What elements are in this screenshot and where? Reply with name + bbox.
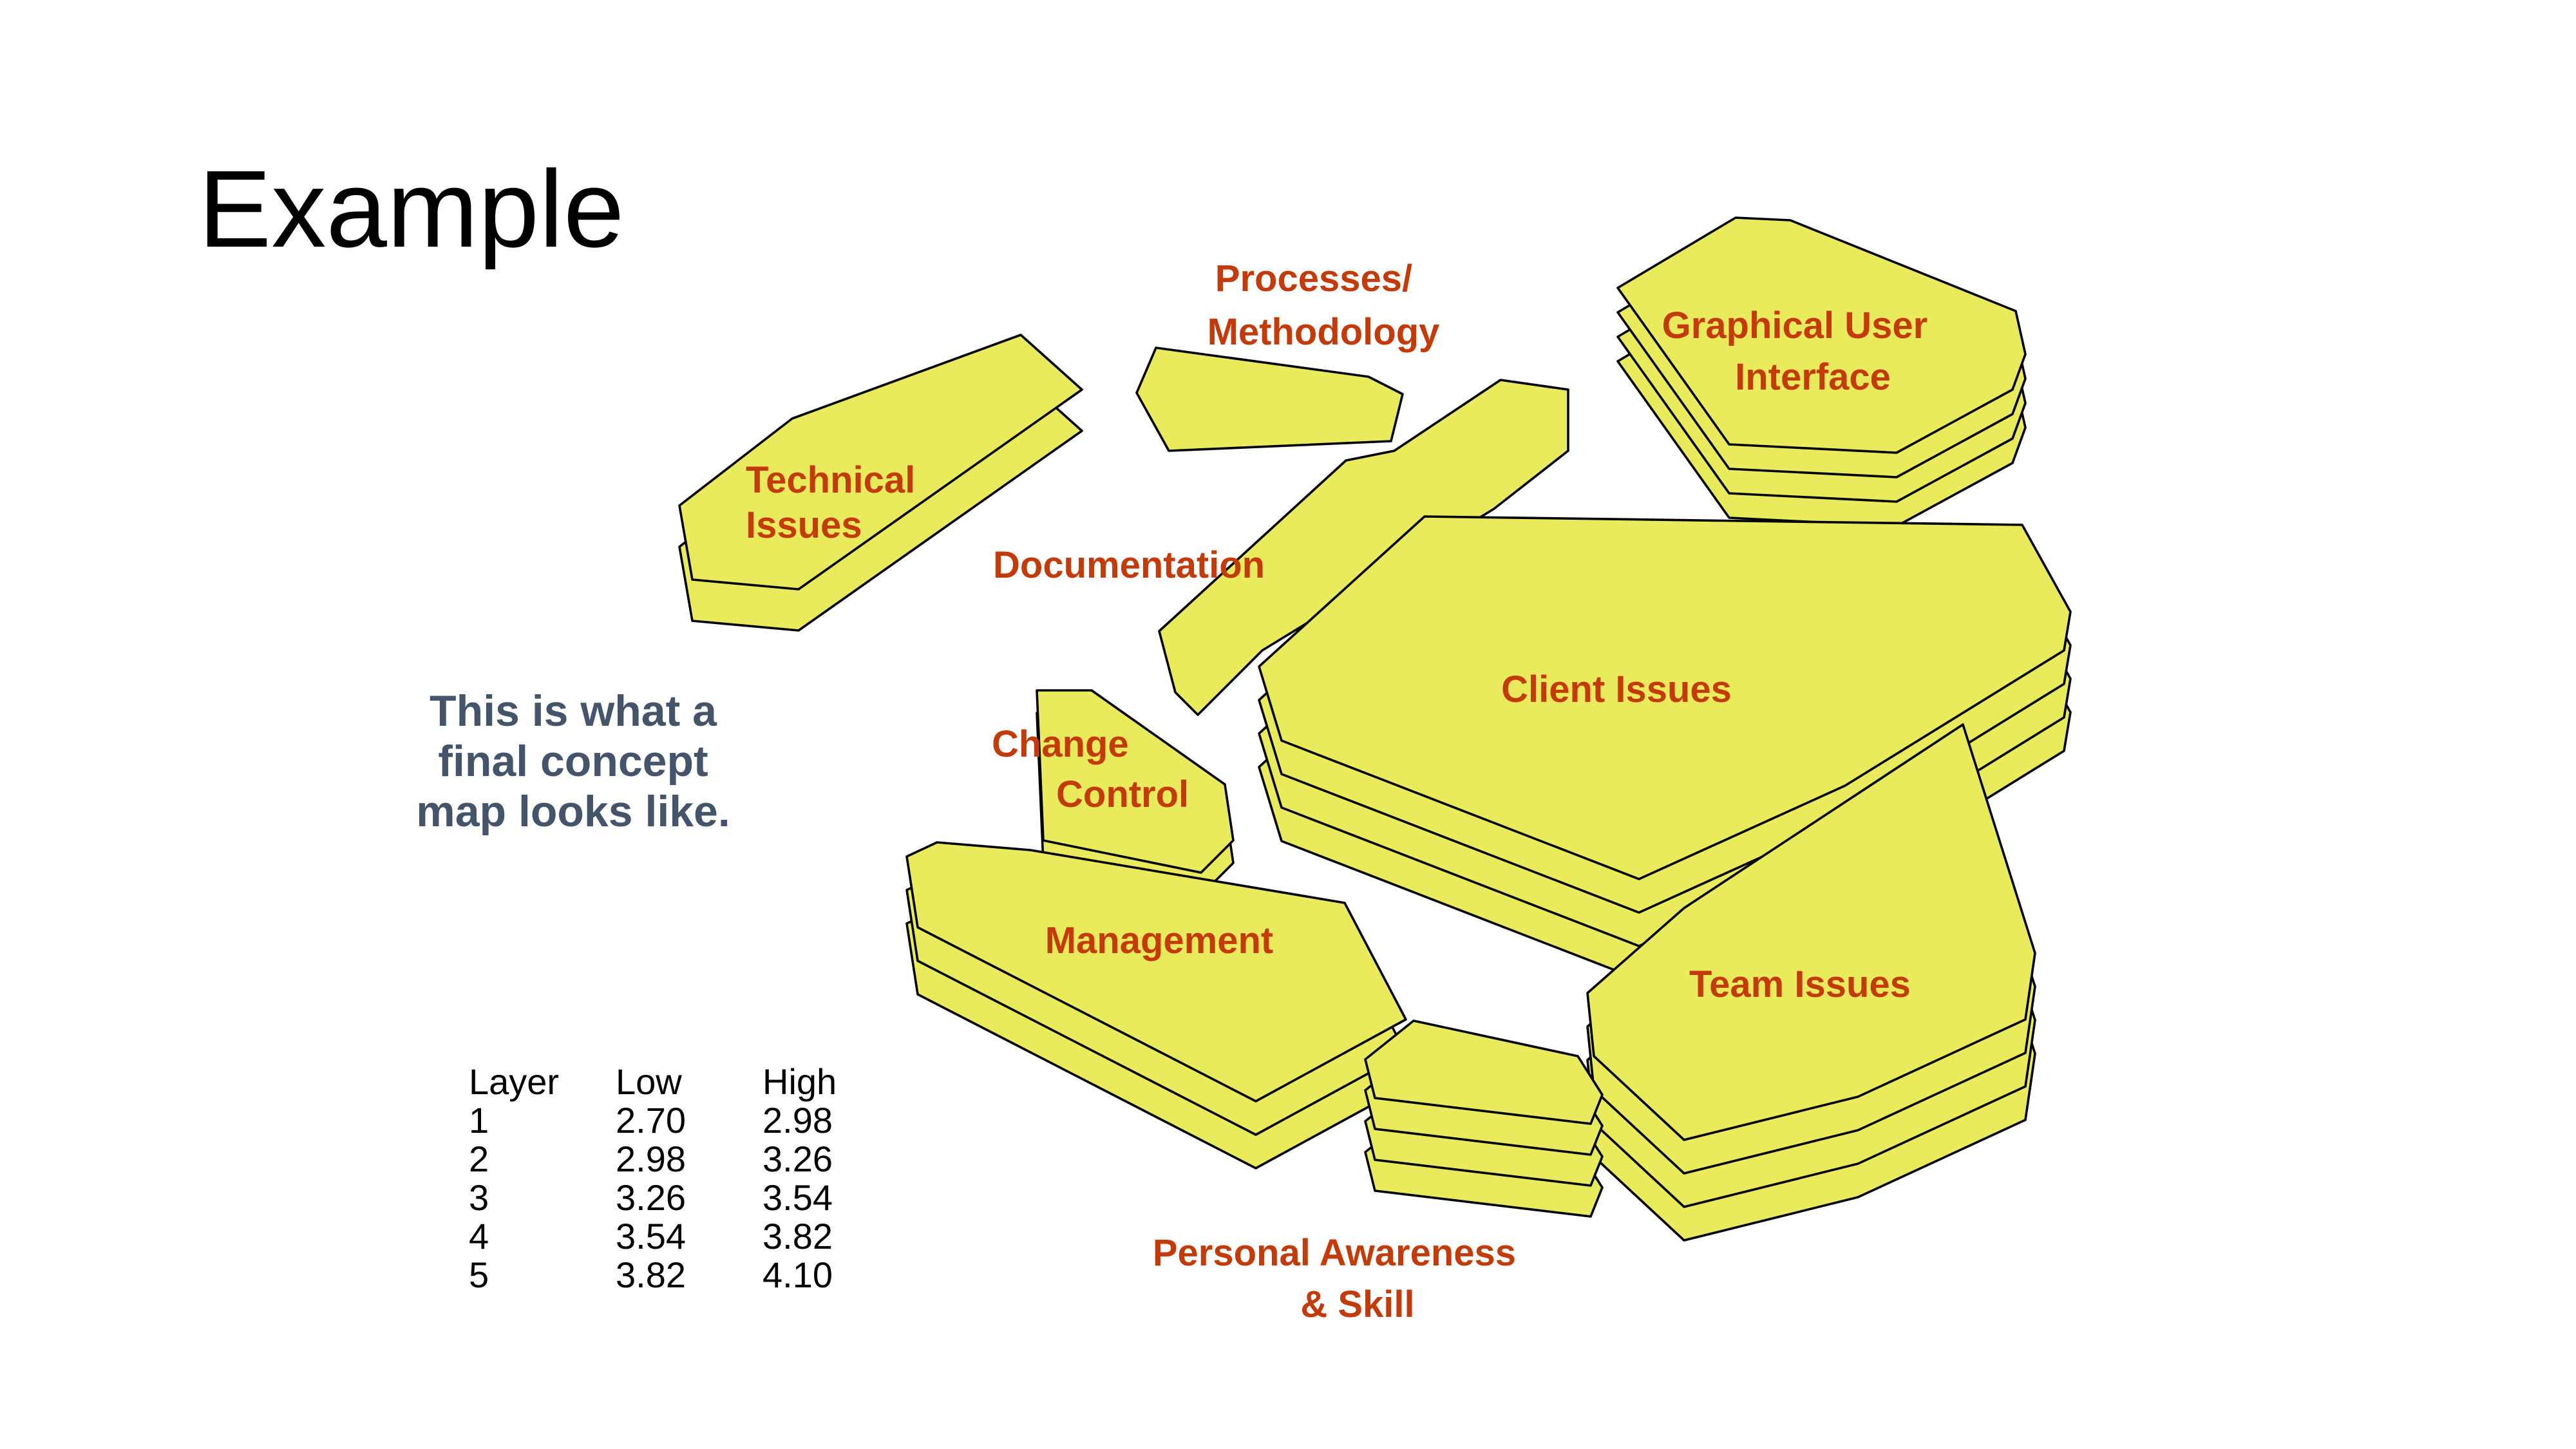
layer-table-header: Layer Low High xyxy=(469,1063,853,1101)
cluster-layer xyxy=(1258,515,2072,880)
cell-low: 2.98 xyxy=(616,1139,686,1179)
cluster-documentation: Documentation xyxy=(993,379,1569,716)
header-low: Low xyxy=(616,1061,682,1102)
label-line: Documentation xyxy=(993,544,1265,586)
label-line: Management xyxy=(1045,920,1274,961)
cluster-label: Documentation xyxy=(993,544,1265,586)
cluster-label: Client Issues xyxy=(1501,668,1732,710)
cluster-processes-methodology: Processes/ Methodology xyxy=(1135,258,1440,452)
label-line: & Skill xyxy=(1300,1283,1414,1325)
label-line: Change xyxy=(992,723,1129,765)
header-layer: Layer xyxy=(469,1061,560,1102)
cluster-layer xyxy=(1586,723,2036,1141)
table-row: 3 3.26 3.54 xyxy=(469,1179,853,1217)
label-line: Graphical User xyxy=(1662,305,1928,346)
cluster-change-control: Change Control xyxy=(992,689,1235,896)
cluster-layer xyxy=(905,841,1407,1103)
slide-title: Example xyxy=(198,148,625,270)
cell-low: 3.82 xyxy=(616,1255,686,1295)
label-line: Technical xyxy=(746,459,915,501)
cluster-layer xyxy=(1036,689,1235,874)
cluster-layer xyxy=(1135,346,1404,452)
cluster-label: Team Issues xyxy=(1689,963,1911,1005)
cluster-label: Technical Issues xyxy=(746,459,925,546)
table-row: 4 3.54 3.82 xyxy=(469,1217,853,1256)
cell-layer: 3 xyxy=(469,1177,489,1218)
cluster-team-issues: Team Issues xyxy=(1586,723,2036,1242)
cluster-label: Change Control xyxy=(992,723,1189,815)
cluster-label: Graphical User Interface xyxy=(1662,305,1938,398)
cell-low: 3.26 xyxy=(616,1177,686,1218)
cell-layer: 1 xyxy=(469,1100,489,1141)
layer-table: Layer Low High 1 2.70 2.98 2 2.98 3.26 3… xyxy=(469,1063,853,1294)
cluster-label: Management xyxy=(1045,920,1274,961)
label-line: Methodology xyxy=(1208,311,1440,353)
cell-high: 4.10 xyxy=(762,1255,833,1295)
label-line: Interface xyxy=(1735,356,1891,398)
label-line: Personal Awareness xyxy=(1153,1232,1516,1274)
cluster-layer xyxy=(1364,1019,1604,1125)
cluster-label: Personal Awareness & Skill xyxy=(1153,1232,1526,1325)
table-row: 5 3.82 4.10 xyxy=(469,1256,853,1294)
cell-high: 3.54 xyxy=(762,1177,833,1218)
cluster-personal-awareness-skill: Personal Awareness & Skill xyxy=(1153,1019,1604,1325)
cluster-technical-issues: Technical Issues xyxy=(678,334,1083,632)
cell-layer: 5 xyxy=(469,1255,489,1295)
caption-line: This is what a xyxy=(430,687,717,735)
table-row: 1 2.70 2.98 xyxy=(469,1101,853,1140)
cell-high: 3.82 xyxy=(762,1216,833,1256)
label-line: Issues xyxy=(746,504,862,546)
table-row: 2 2.98 3.26 xyxy=(469,1140,853,1179)
cluster-layer xyxy=(678,334,1083,591)
label-line: Client Issues xyxy=(1501,668,1732,710)
cluster-management: Management xyxy=(905,841,1407,1170)
cell-layer: 2 xyxy=(469,1139,489,1179)
label-line: Control xyxy=(1056,773,1189,815)
cell-high: 2.98 xyxy=(762,1100,833,1141)
cluster-layer xyxy=(1616,216,2027,454)
caption-line: map looks like. xyxy=(416,787,730,836)
cell-low: 2.70 xyxy=(616,1100,686,1141)
header-high: High xyxy=(762,1061,837,1102)
cluster-label: Processes/ Methodology xyxy=(1208,258,1440,353)
label-line: Processes/ xyxy=(1215,258,1412,299)
cluster-layer xyxy=(1158,379,1569,716)
caption-line: final concept xyxy=(438,737,708,786)
label-line: Team Issues xyxy=(1689,963,1911,1005)
cluster-graphical-user-interface: Graphical User Interface xyxy=(1616,216,2027,527)
caption: This is what a final concept map looks l… xyxy=(361,686,786,837)
cell-low: 3.54 xyxy=(616,1216,686,1256)
cell-layer: 4 xyxy=(469,1216,489,1256)
cell-high: 3.26 xyxy=(762,1139,833,1179)
cluster-client-issues: Client Issues xyxy=(1258,515,2072,981)
